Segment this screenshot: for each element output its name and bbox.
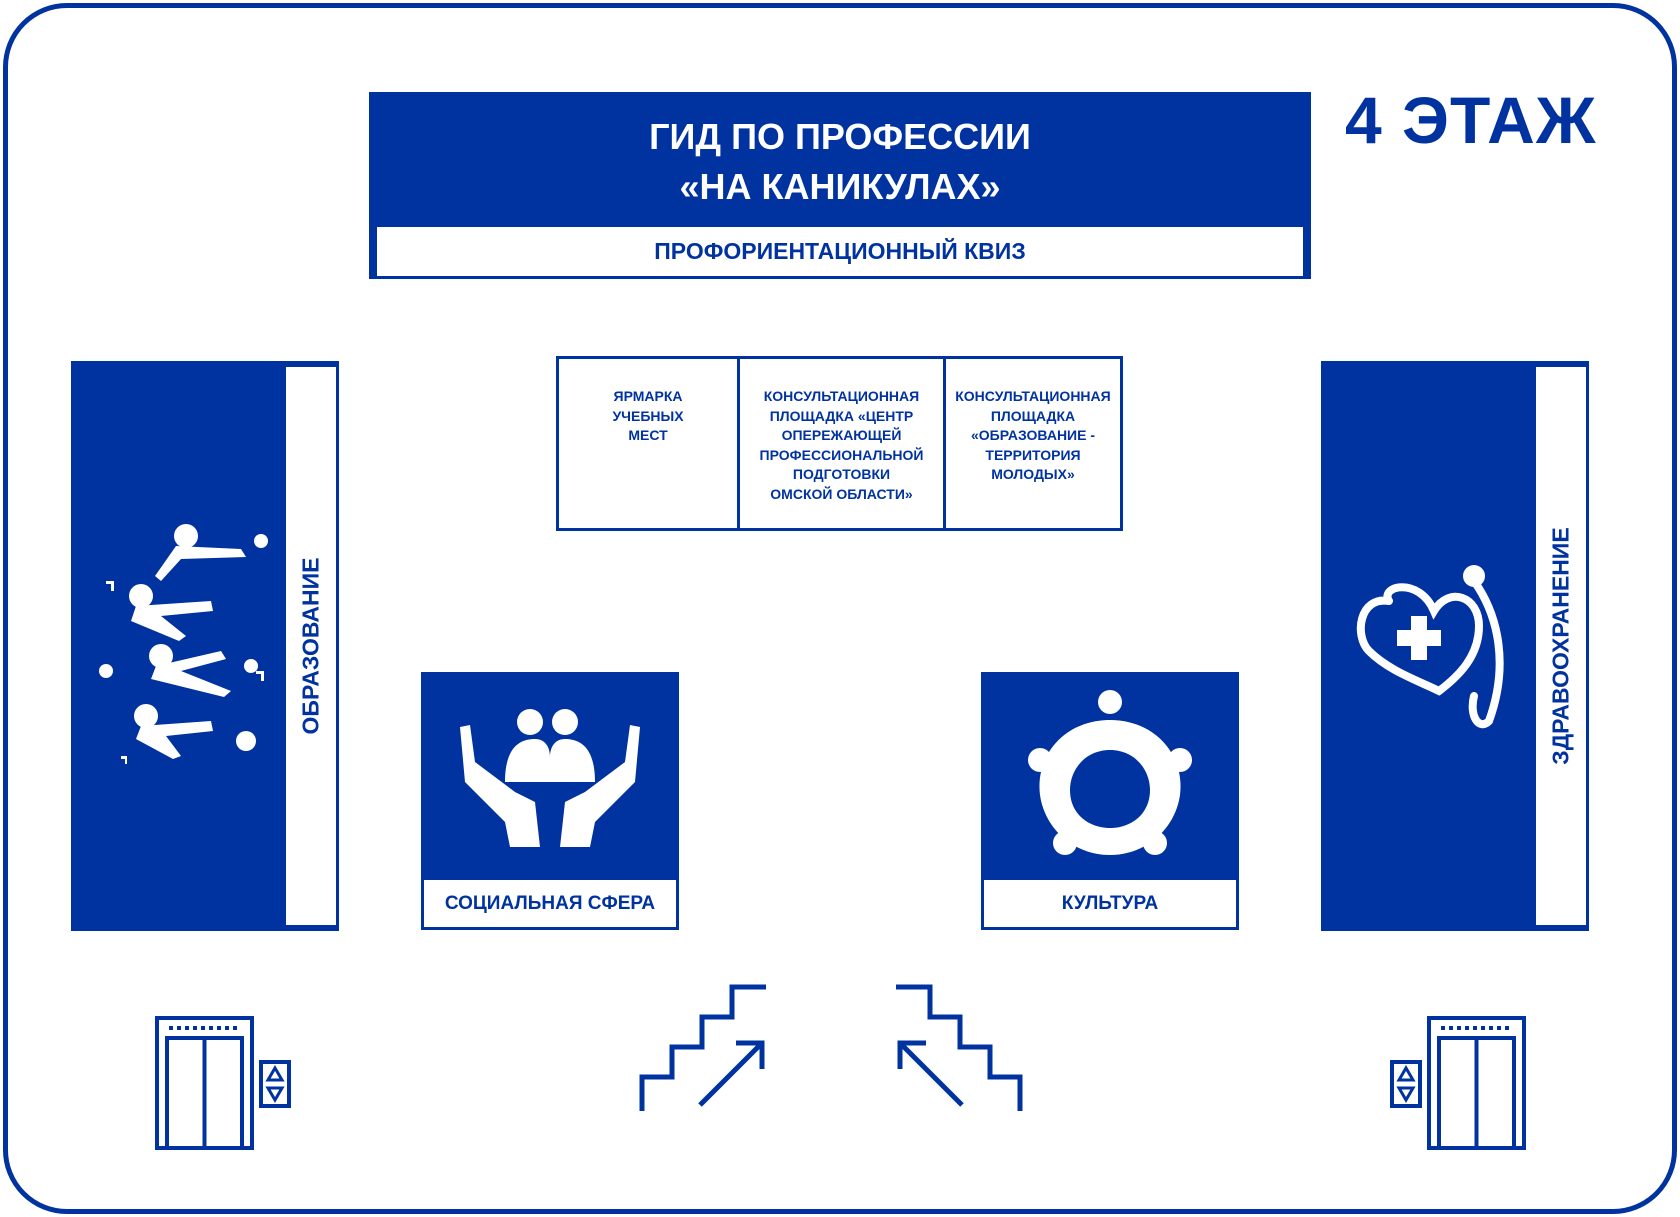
event-title: ГИД ПО ПРОФЕССИИ «НА КАНИКУЛАХ» — [369, 112, 1311, 212]
booth-text: ОПЕРЕЖАЮЩЕЙ — [781, 427, 902, 443]
zone-education-label: ОБРАЗОВАНИЕ — [297, 557, 324, 735]
booth-text: МЕСТ — [628, 427, 668, 443]
booth-text: ЯРМАРКА — [613, 388, 683, 404]
booth-text: УЧЕБНЫХ — [612, 407, 684, 424]
zone-culture[interactable]: КУЛЬТУРА — [981, 672, 1239, 930]
zone-healthcare-label-strip: ЗДРАВООХРАНЕНИЕ — [1536, 367, 1586, 925]
title-line-2: «НА КАНИКУЛАХ» — [679, 166, 1001, 207]
booth-text: ТЕРРИТОРИЯ — [985, 446, 1081, 463]
booth-text: ОМСКОЙ ОБЛАСТИ» — [770, 485, 913, 502]
zone-education[interactable]: ОБРАЗОВАНИЕ — [71, 361, 339, 931]
booth-education-fair[interactable]: ЯРМАРКА УЧЕБНЫХ МЕСТ — [559, 359, 740, 528]
booth-text: КОНСУЛЬТАЦИОННАЯ — [763, 388, 920, 404]
stairs-up-left-icon[interactable] — [638, 983, 770, 1111]
hands-family-icon — [460, 709, 640, 847]
booth-text: «ОБРАЗОВАНИЕ - — [970, 427, 1096, 443]
zone-social-label: СОЦИАЛЬНАЯ СФЕРА — [424, 880, 676, 927]
stethoscope-heart-icon — [1356, 565, 1504, 729]
booth-text: ПРОФЕССИОНАЛЬНОЙ — [759, 446, 924, 463]
title-line-1: ГИД ПО ПРОФЕССИИ — [649, 116, 1031, 157]
booth-text: КОНСУЛЬТАЦИОННАЯ — [955, 388, 1111, 404]
booth-text: ПЛОЩАДКА «ЦЕНТР — [769, 407, 914, 424]
elevator-left-icon[interactable] — [155, 1016, 295, 1152]
zone-healthcare-label: ЗДРАВООХРАНЕНИЕ — [1547, 527, 1574, 765]
quiz-zone[interactable]: ПРОФОРИЕНТАЦИОННЫЙ КВИЗ — [377, 227, 1303, 276]
booth-text: МОЛОДЫХ» — [991, 466, 1075, 482]
event-header: ГИД ПО ПРОФЕССИИ «НА КАНИКУЛАХ» ПРОФОРИЕ… — [369, 92, 1311, 279]
zone-healthcare[interactable]: ЗДРАВООХРАНЕНИЕ — [1321, 361, 1589, 931]
booth-text: ПОДГОТОВКИ — [792, 466, 891, 482]
booth-education-youth[interactable]: КОНСУЛЬТАЦИОННАЯ ПЛОЩАДКА «ОБРАЗОВАНИЕ -… — [946, 359, 1120, 528]
booth-advanced-training-center[interactable]: КОНСУЛЬТАЦИОННАЯ ПЛОЩАДКА «ЦЕНТР ОПЕРЕЖА… — [740, 359, 946, 528]
zone-education-label-strip: ОБРАЗОВАНИЕ — [286, 367, 336, 925]
stairs-up-right-icon[interactable] — [892, 983, 1024, 1111]
zone-culture-label: КУЛЬТУРА — [984, 880, 1236, 927]
floor-label: 4 ЭТАЖ — [1345, 83, 1597, 157]
zone-social[interactable]: СОЦИАЛЬНАЯ СФЕРА — [421, 672, 679, 930]
people-circle-icon — [1028, 690, 1192, 855]
booth-text: ПЛОЩАДКА — [990, 407, 1076, 424]
children-playing-icon — [99, 524, 268, 764]
booths-block: ЯРМАРКА УЧЕБНЫХ МЕСТ КОНСУЛЬТАЦИОННАЯ ПЛ… — [556, 356, 1123, 531]
map-frame — [3, 3, 1677, 1214]
elevator-right-icon[interactable] — [1389, 1016, 1529, 1152]
